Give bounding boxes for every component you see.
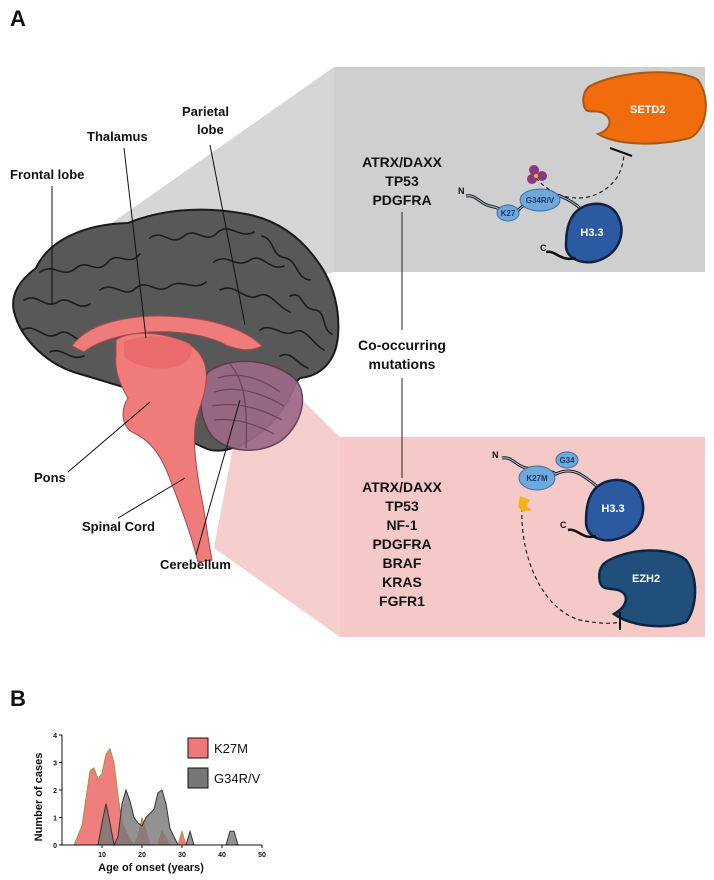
bottom-mutation-list: ATRX/DAXX TP53 NF-1 PDGFRA BRAF KRAS FGF…: [348, 478, 456, 611]
cerebellum-shape: [200, 360, 304, 451]
setd2-enzyme-shape: [582, 71, 707, 145]
n-terminus-top: N: [458, 186, 465, 196]
legend-label: K27M: [214, 741, 248, 756]
brain-gyri: [21, 228, 333, 369]
legend-label: G34R/V: [214, 771, 261, 786]
bottom-mutation-item: BRAF: [382, 555, 422, 571]
x-tick-label: 40: [218, 852, 226, 859]
top-mutation-item: TP53: [385, 173, 419, 189]
mutation-cluster-icon: [527, 165, 547, 184]
n-terminus-bottom: N: [492, 450, 499, 460]
y-tick-label: 4: [53, 733, 57, 740]
bottom-mutation-item: ATRX/DAXX: [362, 479, 442, 495]
y-axis-label: Number of cases: [33, 753, 45, 842]
parietal-lobe-label-line1: Parietal: [182, 104, 229, 119]
x-tick-label: 50: [258, 852, 266, 859]
bottom-mutation-item: KRAS: [382, 574, 422, 590]
cerebellum-label: Cerebellum: [160, 557, 231, 572]
y-tick-label: 1: [53, 816, 57, 823]
g34rv-label: G34R/V: [526, 196, 555, 205]
legend-swatch: [187, 767, 209, 789]
g34-label-bottom: G34: [559, 456, 575, 465]
c-terminus-bottom: C: [560, 520, 567, 530]
setd2-inhibition-line: [535, 151, 625, 199]
setd2-inhibition-bar: [609, 147, 633, 157]
top-mutation-item: PDGFRA: [372, 192, 432, 208]
h33-bottom-shape: [584, 478, 645, 542]
ezh2-label: EZH2: [632, 573, 660, 585]
y-tick-label: 3: [53, 761, 57, 768]
thalamus-label: Thalamus: [87, 129, 148, 144]
ezh2-enzyme-shape: [598, 549, 697, 628]
legend-swatch: [187, 737, 209, 759]
brainstem: [115, 332, 213, 563]
panel-a-figure: SETD2 G34R/V K27 H3.3 N C EZH2 K27M G34 …: [12, 67, 707, 637]
x-axis-label: Age of onset (years): [98, 862, 204, 874]
co-occurring-line2: mutations: [368, 356, 436, 372]
y-tick-label: 0: [53, 843, 57, 850]
ezh2-inhibition-line: [521, 507, 621, 624]
parietal-lobe-label-line2: lobe: [197, 122, 224, 137]
k27m-bubble: [518, 465, 556, 491]
co-occurring-line1: Co-occurring: [358, 337, 446, 353]
spinal-cord-label: Spinal Cord: [82, 519, 155, 534]
x-tick-label: 10: [98, 852, 106, 859]
g34-bubble-bottom: [555, 451, 579, 469]
co-occurring-heading: Co-occurring mutations: [342, 336, 462, 374]
g34rv-bubble: [519, 188, 561, 212]
age-onset-chart: 10 20 30 40 50 0 1 2 3 4 Number of cases Age of o…: [33, 733, 266, 874]
frontal-lobe-label: Frontal lobe: [10, 167, 85, 182]
c-terminus-top: C: [540, 243, 547, 253]
thalamus-shape: [124, 336, 192, 369]
brain-leader-lines: [51, 144, 246, 556]
panel-b-letter: B: [10, 686, 26, 711]
h33-label-bottom: H3.3: [601, 503, 624, 515]
cerebellum-folia: [211, 363, 285, 449]
panel-a-letter: A: [10, 6, 26, 31]
bottom-mutation-item: PDGFRA: [372, 536, 432, 552]
k27-label-top: K27: [501, 209, 516, 218]
bottom-mutation-item: TP53: [385, 498, 419, 514]
x-tick-label: 30: [178, 852, 186, 859]
k27-bubble-top: [496, 204, 520, 222]
top-mutation-list: ATRX/DAXX TP53 PDGFRA: [348, 153, 456, 210]
bottom-mutation-item: FGFR1: [379, 593, 425, 609]
bottom-mutation-item: NF-1: [386, 517, 418, 533]
x-tick-label: 20: [138, 852, 146, 859]
pons-label: Pons: [34, 470, 66, 485]
setd2-label: SETD2: [630, 104, 665, 116]
mutation-mark-icon: [518, 496, 532, 512]
h33-top-shape: [564, 202, 623, 264]
k27m-label: K27M: [526, 474, 548, 483]
top-mutation-item: ATRX/DAXX: [362, 154, 442, 170]
h33-label-top: H3.3: [580, 227, 603, 239]
y-tick-label: 2: [53, 788, 57, 795]
